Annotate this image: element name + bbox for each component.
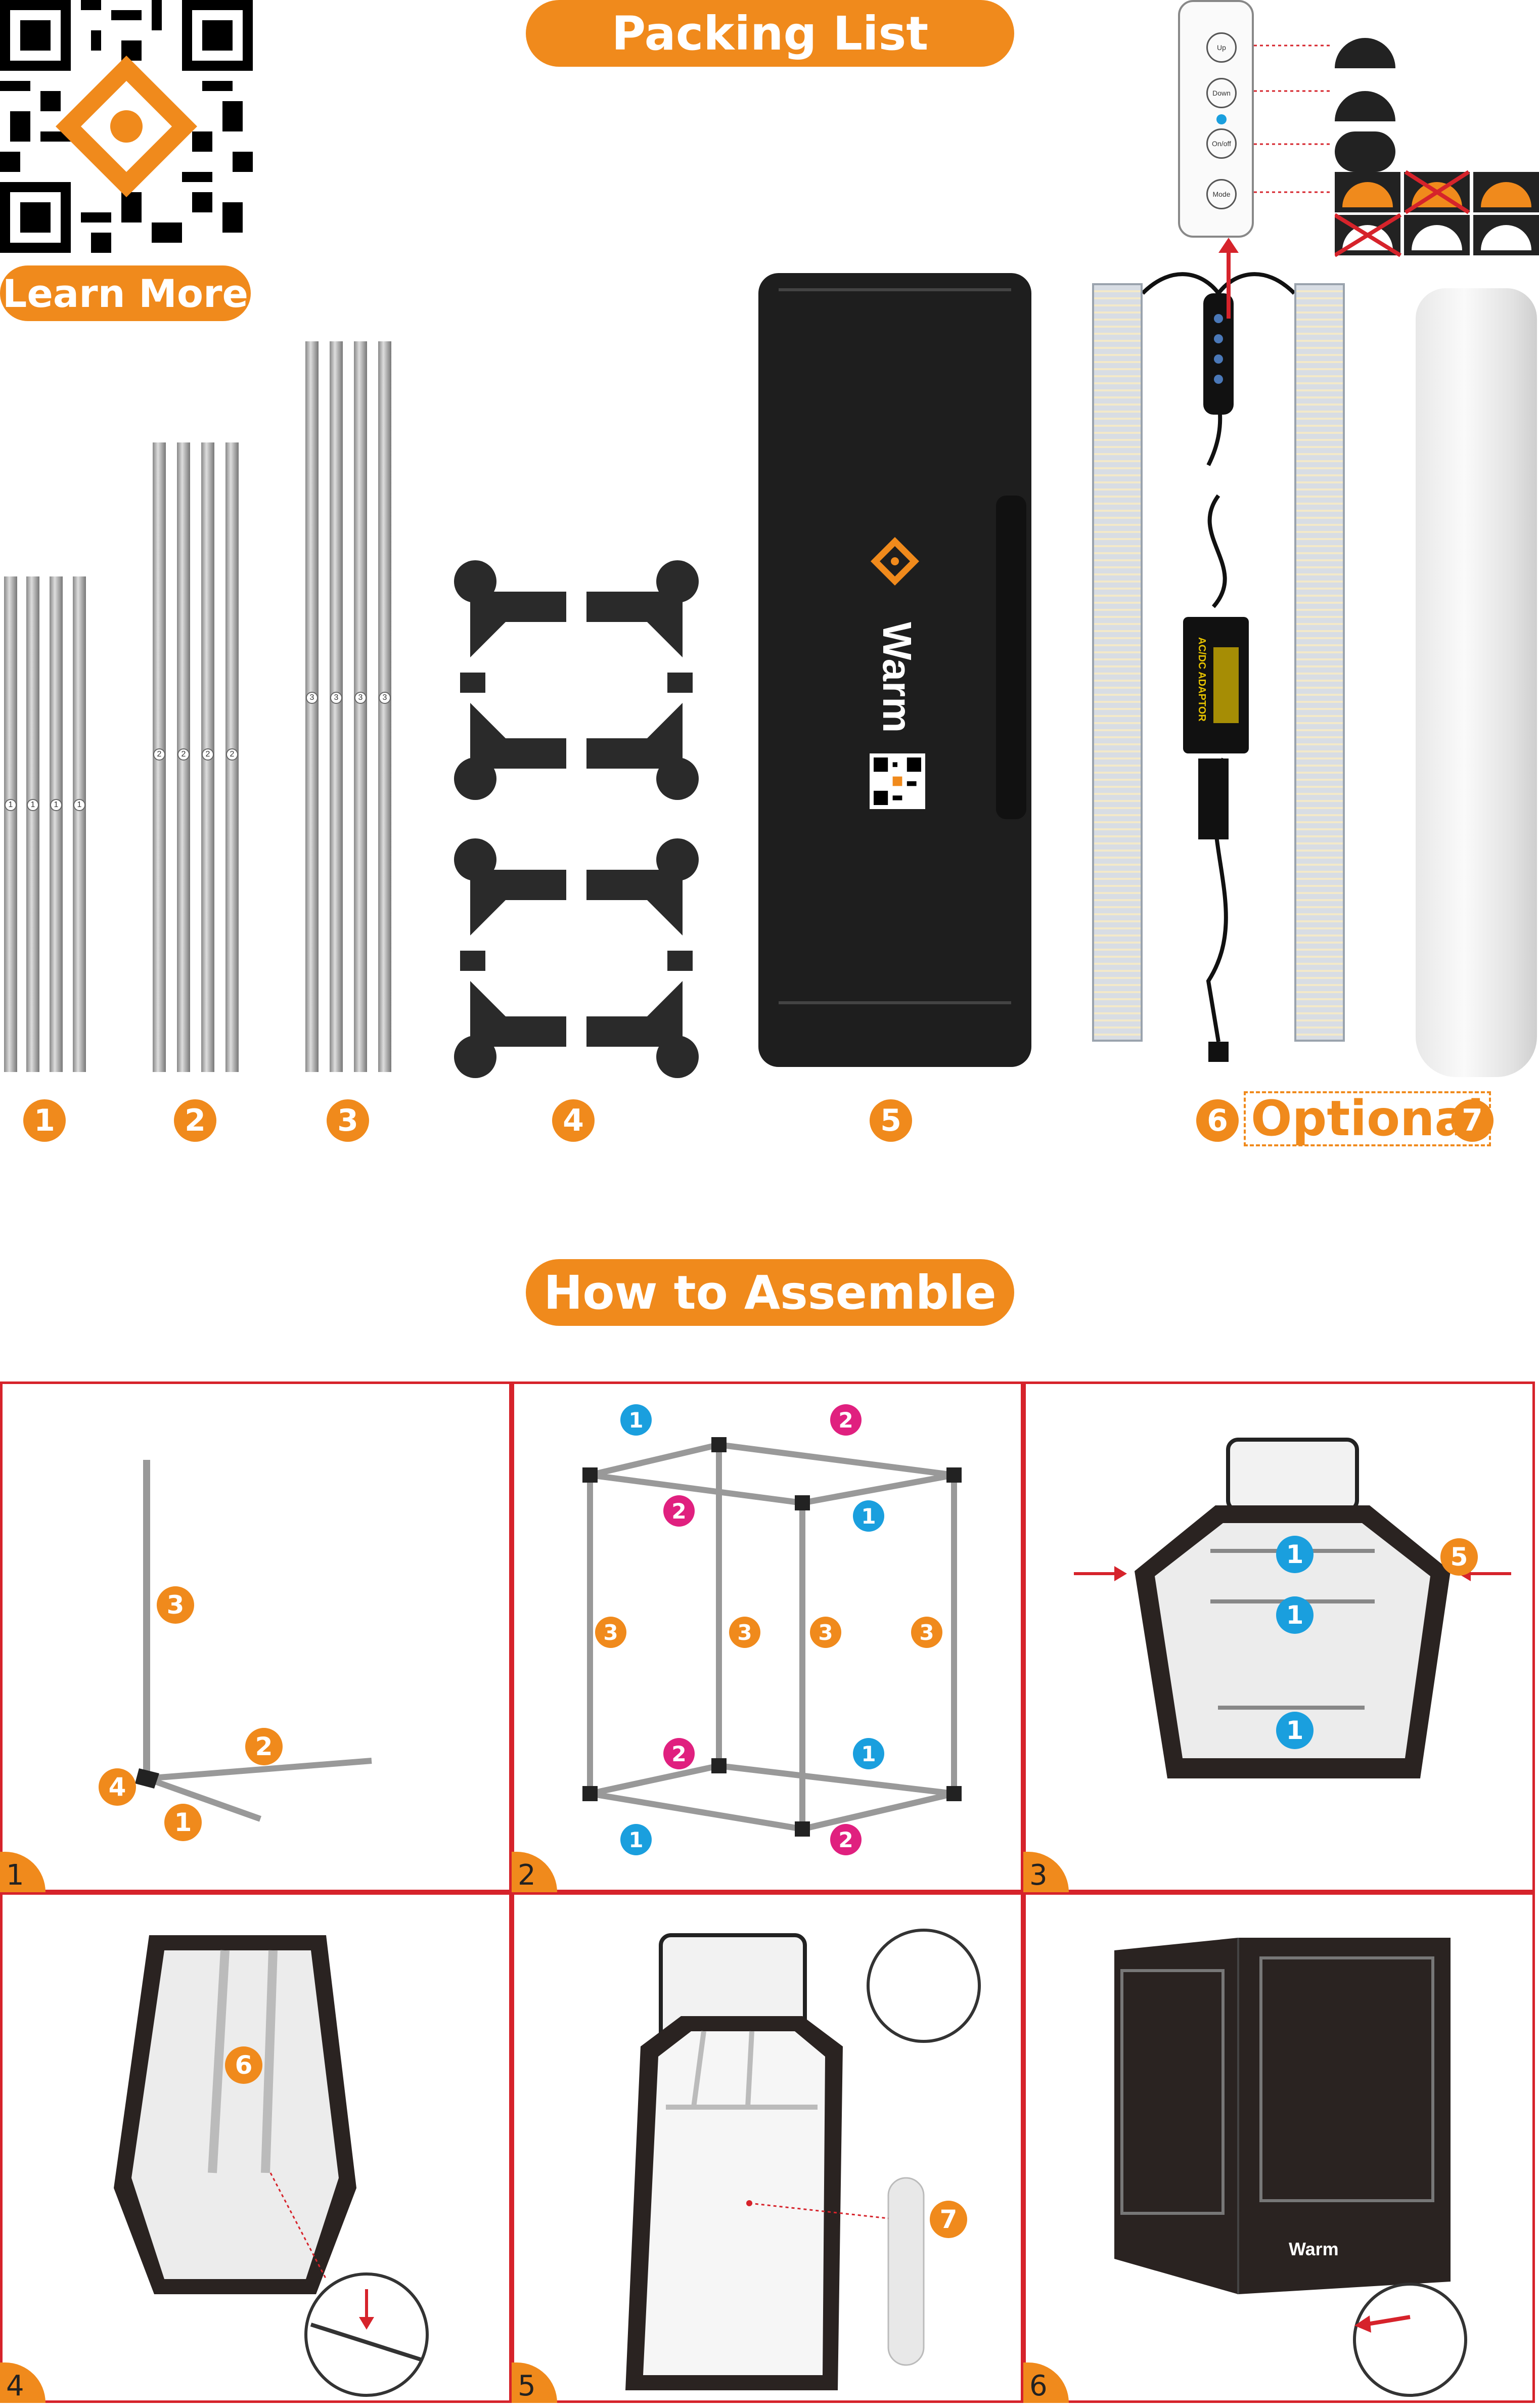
rod-label: 1 bbox=[73, 799, 85, 811]
power-cables bbox=[1143, 272, 1294, 1062]
step-2: 1 2 2 1 3 3 3 3 2 1 1 2 2 bbox=[512, 1381, 1023, 1892]
led-light-bar-left bbox=[1092, 283, 1143, 1042]
rod-label: 2 bbox=[153, 748, 165, 761]
step-label: 1 bbox=[1276, 1712, 1314, 1749]
rod-label: 3 bbox=[330, 692, 342, 704]
step-label: 5 bbox=[1440, 1538, 1478, 1576]
rod-label: 3 bbox=[379, 692, 391, 704]
step-label: 1 bbox=[164, 1804, 202, 1841]
qr-code bbox=[0, 0, 253, 253]
learn-more-button[interactable]: Learn More bbox=[0, 265, 251, 321]
brand-logo-icon bbox=[870, 536, 920, 587]
controller-power-button[interactable]: On/off bbox=[1206, 128, 1237, 159]
step-3: 1 1 1 5 3 bbox=[1023, 1381, 1535, 1892]
rod-label: 3 bbox=[306, 692, 318, 704]
step-label: 2 bbox=[245, 1728, 283, 1765]
step-label: 1 bbox=[853, 1738, 884, 1769]
step-label: 1 bbox=[853, 1500, 884, 1532]
rod-label: 1 bbox=[5, 799, 17, 811]
controller-down-button[interactable]: Down bbox=[1206, 78, 1237, 108]
step-label: 7 bbox=[930, 2201, 967, 2238]
step-label: 2 bbox=[830, 1824, 862, 1855]
controller-up-button[interactable]: Up bbox=[1206, 32, 1237, 63]
corner-connectors bbox=[450, 556, 703, 1082]
item-number-5: 5 bbox=[870, 1099, 912, 1142]
step-label: 2 bbox=[830, 1404, 862, 1436]
step-1: 3 2 4 1 1 bbox=[0, 1381, 512, 1892]
step-index: 4 bbox=[0, 2362, 46, 2403]
step-label: 3 bbox=[911, 1617, 942, 1648]
carry-bag: Warm bbox=[758, 273, 1031, 1067]
ac-dc-adaptor: AC/DC ADAPTOR bbox=[1183, 617, 1249, 753]
step-label: 2 bbox=[663, 1495, 695, 1527]
item-number-1: 1 bbox=[23, 1099, 66, 1142]
step-4: 6 4 bbox=[0, 1892, 512, 2403]
step-label: 3 bbox=[595, 1617, 626, 1648]
rod-label: 2 bbox=[226, 748, 238, 761]
controller-arrow-icon bbox=[1218, 238, 1239, 319]
step-label: 1 bbox=[1276, 1596, 1314, 1634]
item-number-4: 4 bbox=[552, 1099, 595, 1142]
diffuser-film-roll bbox=[1416, 288, 1537, 1077]
controller-callout-lines bbox=[1254, 44, 1330, 193]
step-label: 1 bbox=[1276, 1536, 1314, 1573]
step-index: 1 bbox=[0, 1852, 46, 1892]
step-label: 1 bbox=[620, 1404, 652, 1436]
step-5: 7 5 bbox=[512, 1892, 1023, 2403]
controller-mode-button[interactable]: Mode bbox=[1206, 179, 1237, 209]
bag-brand-text: Warm bbox=[875, 622, 920, 733]
item-number-3: 3 bbox=[327, 1099, 369, 1142]
brightness-icons bbox=[1333, 20, 1539, 258]
indicator-light-icon bbox=[1216, 114, 1227, 124]
packing-list-title: Packing List bbox=[526, 0, 1014, 67]
rod-label: 2 bbox=[177, 748, 190, 761]
item-number-6: 6 bbox=[1196, 1099, 1239, 1142]
item-number-2: 2 bbox=[174, 1099, 216, 1142]
rod-label: 1 bbox=[27, 799, 39, 811]
rod-label: 2 bbox=[202, 748, 214, 761]
adaptor-label: AC/DC ADAPTOR bbox=[1196, 637, 1207, 722]
tent-brand-label: Warm bbox=[1289, 2239, 1339, 2259]
remote-controller: Up Down On/off Mode bbox=[1178, 0, 1254, 238]
item-number-7: 7 bbox=[1451, 1099, 1493, 1142]
step-label: 1 bbox=[620, 1824, 652, 1855]
step-label: 3 bbox=[157, 1586, 194, 1624]
rod-label: 3 bbox=[354, 692, 367, 704]
how-to-assemble-title: How to Assemble bbox=[526, 1259, 1014, 1326]
rod-label: 1 bbox=[50, 799, 62, 811]
step-label: 3 bbox=[810, 1617, 841, 1648]
bag-qr-code bbox=[870, 753, 925, 809]
step-label: 3 bbox=[729, 1617, 760, 1648]
led-light-bar-right bbox=[1294, 283, 1345, 1042]
step-label: 4 bbox=[99, 1768, 136, 1806]
step-6: Warm 6 bbox=[1023, 1892, 1535, 2403]
step-label: 2 bbox=[663, 1738, 695, 1769]
step-label: 6 bbox=[225, 2046, 262, 2084]
